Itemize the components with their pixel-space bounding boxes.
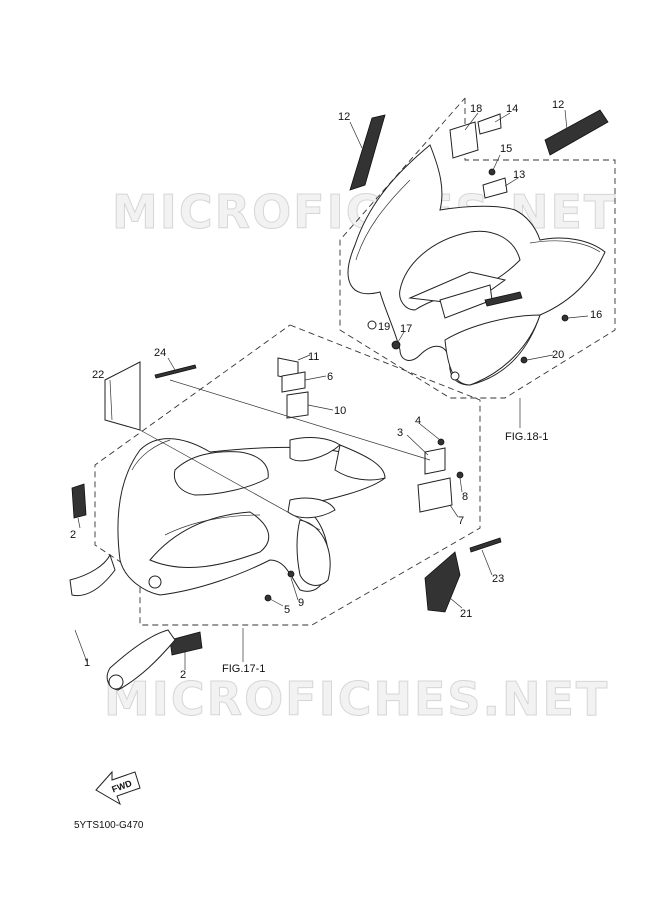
watermark-bottom: MICROFICHES.NET bbox=[104, 672, 609, 726]
decal-10 bbox=[286, 391, 309, 419]
callout-10: 10 bbox=[334, 405, 346, 417]
callout-13: 13 bbox=[513, 169, 525, 181]
decal-6 bbox=[281, 371, 306, 393]
stripe-23 bbox=[469, 537, 502, 553]
callout-7: 7 bbox=[458, 515, 464, 527]
decal-3 bbox=[424, 447, 446, 475]
stripe-24 bbox=[154, 364, 197, 379]
callout-8: 8 bbox=[462, 491, 468, 503]
front-fender bbox=[117, 437, 386, 596]
front-fender-boundary bbox=[94, 324, 481, 626]
watermark-top: MICROFICHES.NET bbox=[112, 185, 617, 239]
fig-17-1-label: FIG.17-1 bbox=[222, 663, 265, 675]
callout-19: 19 bbox=[378, 321, 390, 333]
screw-15 bbox=[488, 168, 496, 176]
bolt-19 bbox=[391, 340, 401, 350]
callout-18: 18 bbox=[470, 103, 482, 115]
screw-4 bbox=[437, 438, 445, 446]
side-graphic-21 bbox=[424, 551, 461, 613]
callout-11: 11 bbox=[308, 351, 319, 363]
grille-2-left bbox=[71, 483, 87, 519]
callout-16: 16 bbox=[590, 309, 602, 321]
rear-fender bbox=[347, 144, 606, 386]
grip-1 bbox=[108, 674, 124, 690]
nut-9 bbox=[287, 570, 295, 578]
decal-22 bbox=[104, 361, 141, 431]
callout-17: 17 bbox=[400, 323, 412, 335]
forward-arrow-icon: FWD bbox=[95, 770, 141, 806]
decal-13 bbox=[482, 177, 508, 199]
decal-7 bbox=[417, 477, 453, 513]
fig-18-1-label: FIG.18-1 bbox=[505, 431, 548, 443]
rear-graphic-12-right bbox=[544, 109, 609, 156]
nut-20 bbox=[520, 356, 528, 364]
grille-2-bottom bbox=[169, 631, 203, 656]
callout-12-right: 12 bbox=[552, 99, 564, 111]
screw-8 bbox=[456, 471, 464, 479]
rear-graphic-12-left bbox=[349, 114, 386, 191]
callout-23: 23 bbox=[492, 573, 504, 585]
callout-3: 3 bbox=[397, 427, 403, 439]
rear-fender-boundary bbox=[339, 97, 616, 399]
callout-14: 14 bbox=[506, 103, 518, 115]
callout-2-bottom: 2 bbox=[180, 669, 186, 681]
callout-6: 6 bbox=[327, 371, 333, 383]
callout-12-left: 12 bbox=[338, 111, 350, 123]
side-cover-1 bbox=[69, 553, 116, 597]
nut-5 bbox=[264, 594, 272, 602]
diagram-code: 5YTS100-G470 bbox=[74, 820, 144, 831]
decal-18 bbox=[449, 121, 479, 159]
callout-15: 15 bbox=[500, 143, 512, 155]
callout-5: 5 bbox=[284, 604, 290, 616]
callout-2-left: 2 bbox=[70, 529, 76, 541]
callout-9: 9 bbox=[298, 597, 304, 609]
decal-14 bbox=[477, 113, 502, 135]
nut-16 bbox=[561, 314, 569, 322]
callout-24: 24 bbox=[154, 347, 166, 359]
callout-1: 1 bbox=[84, 657, 90, 669]
callout-4: 4 bbox=[415, 415, 421, 427]
callout-22: 22 bbox=[92, 369, 104, 381]
callout-21: 21 bbox=[460, 608, 472, 620]
callout-20: 20 bbox=[552, 349, 564, 361]
